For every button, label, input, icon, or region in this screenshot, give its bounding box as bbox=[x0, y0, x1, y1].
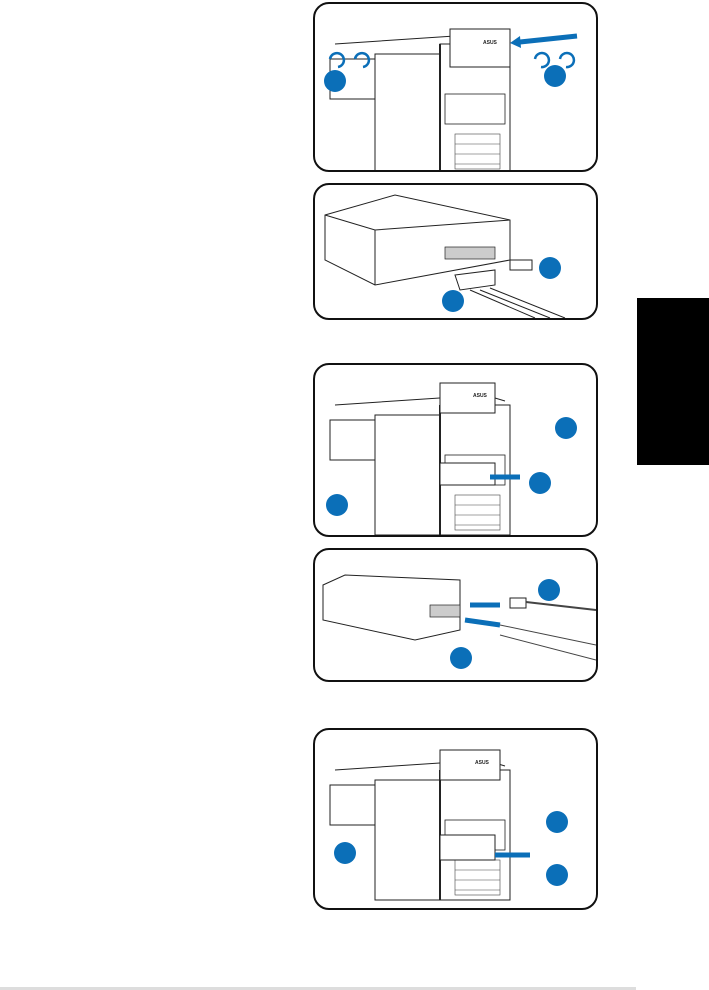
step-marker bbox=[442, 290, 464, 312]
insert-arrow-icon bbox=[464, 602, 501, 628]
step-marker bbox=[324, 70, 346, 92]
screw-rotate-icon bbox=[328, 51, 576, 69]
step-marker bbox=[546, 864, 568, 886]
step-marker bbox=[539, 257, 561, 279]
step-marker bbox=[546, 811, 568, 833]
step-marker bbox=[529, 472, 551, 494]
chapter-tab bbox=[637, 298, 709, 465]
footer-divider bbox=[0, 987, 636, 990]
step-marker bbox=[555, 417, 577, 439]
drive-brand-label: ASUS bbox=[475, 760, 490, 766]
step-marker bbox=[334, 842, 356, 864]
step-marker bbox=[538, 579, 560, 601]
step-marker bbox=[450, 647, 472, 669]
illustration-connect-optical-cables bbox=[313, 183, 598, 320]
illustration-install-floppy-drive: ASUS bbox=[313, 363, 598, 537]
drive-brand-label: ASUS bbox=[483, 40, 498, 46]
illustration-remove-optical-drive: ASUS bbox=[313, 2, 598, 172]
illustration-install-second-drive: ASUS bbox=[313, 728, 598, 910]
step-marker bbox=[326, 494, 348, 516]
step-marker bbox=[544, 65, 566, 87]
slide-arrow-icon bbox=[519, 33, 578, 45]
drive-brand-label: ASUS bbox=[473, 393, 488, 399]
illustration-connect-floppy-cables bbox=[313, 548, 598, 682]
